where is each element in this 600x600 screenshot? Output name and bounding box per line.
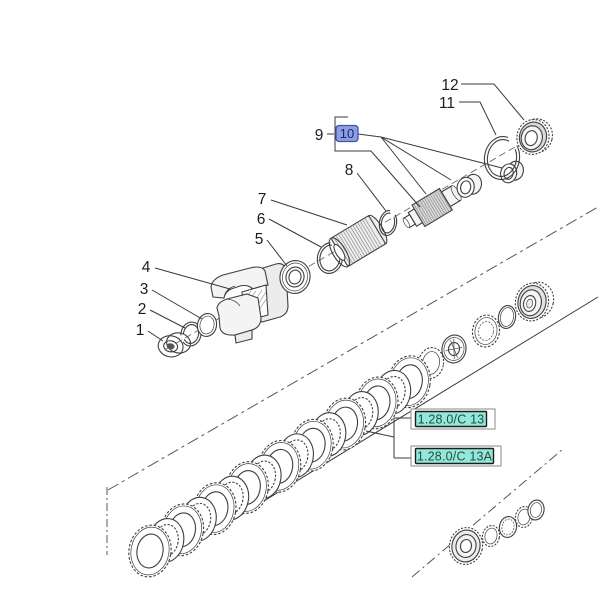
shim-disc — [497, 305, 517, 329]
part-10-splined-shaft — [402, 185, 462, 229]
part-10-bushing-a — [456, 173, 483, 198]
small-ring — [527, 499, 545, 521]
small-ring — [498, 516, 518, 538]
part-5-bearing — [279, 260, 311, 294]
part-2-washer — [180, 321, 202, 347]
hub-plate — [441, 334, 467, 364]
bracket-9 — [334, 116, 421, 208]
callout-7[interactable]: 7 — [258, 191, 267, 208]
callout-11[interactable]: 11 — [439, 95, 455, 112]
part-11-large-snap-ring — [483, 136, 521, 180]
callout-1[interactable]: 1 — [136, 322, 145, 339]
part-10-bushing-b — [500, 160, 524, 184]
callout-6[interactable]: 6 — [257, 211, 266, 228]
ref-inner-box[interactable] — [414, 447, 495, 465]
bracket-refs — [365, 417, 411, 459]
callout-numbers: 12 11 9 8 7 6 5 4 3 2 1 — [136, 77, 459, 339]
background-assembly — [417, 281, 555, 379]
ref-inner-box[interactable] — [414, 410, 488, 428]
selected-callout-10[interactable]: 10 — [335, 124, 359, 143]
section-ref-primary[interactable]: 1.28.0/C 13 — [410, 408, 496, 430]
part-8-snap-ring — [378, 210, 398, 236]
part-4-yoke-housing — [210, 263, 289, 344]
clutch-disc-stack — [128, 355, 431, 578]
callout-8[interactable]: 8 — [345, 162, 354, 179]
ref-label-text: 1.28.0/C 13A — [417, 450, 493, 464]
leader-lines — [147, 83, 525, 459]
fan-10 — [357, 133, 503, 195]
callout-3[interactable]: 3 — [140, 281, 149, 298]
callout-5[interactable]: 5 — [255, 231, 264, 248]
part-12-gear — [516, 118, 554, 155]
part-7-splined-sleeve — [328, 214, 388, 268]
bearing-gear — [448, 527, 484, 565]
gear-drum — [514, 281, 555, 322]
main-parts-chain — [157, 118, 554, 358]
part-3-ring — [196, 313, 218, 337]
ref-label-text: 1.28.0/C 13 — [418, 413, 485, 427]
callout-2[interactable]: 2 — [138, 301, 147, 318]
callout-12[interactable]: 12 — [441, 77, 458, 94]
callout-9[interactable]: 9 — [315, 127, 324, 144]
selected-callout-label: 10 — [340, 126, 354, 141]
small-ring — [481, 525, 501, 547]
axis-centerline-lower — [411, 448, 564, 578]
section-ref-secondary[interactable]: 1.28.0/C 13A — [410, 445, 502, 467]
synchro-ring — [471, 314, 501, 348]
callout-4[interactable]: 4 — [142, 259, 151, 276]
axis-centerline — [107, 206, 599, 491]
clutch-disc — [128, 524, 172, 578]
secondary-assembly — [448, 499, 545, 565]
selected-callout-box[interactable] — [335, 124, 359, 143]
